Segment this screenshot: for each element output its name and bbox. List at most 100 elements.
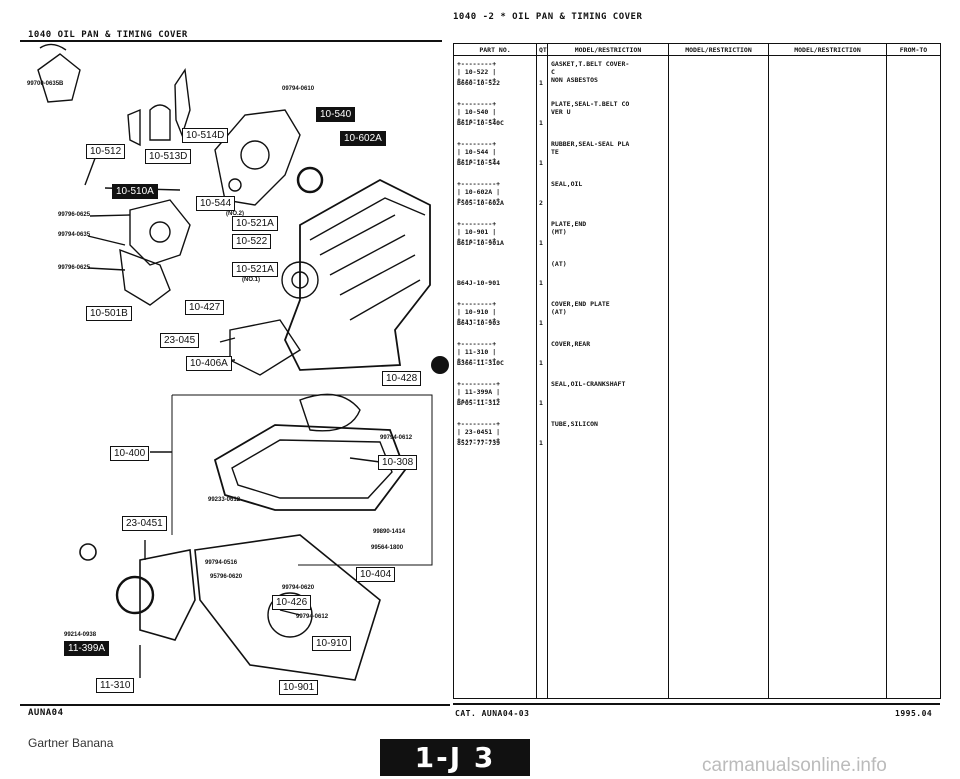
diagram-code: AUNA04 [28, 708, 64, 718]
part-description: COVER,END PLATE (AT) [551, 300, 610, 316]
ref-label: 10-428 [382, 371, 422, 386]
ref-label: 11-399A [64, 641, 110, 656]
part-number-callout: 95796-0620 [210, 574, 243, 580]
model-col-2 [668, 55, 769, 699]
col-header-model-3: MODEL/RESTRICTION [768, 43, 887, 56]
timing-cover-upper [37, 53, 81, 103]
part-number-callout: 99794-0612 [380, 435, 413, 441]
part-ref-box: +---------+ | 23-0451 | +---------+ [457, 420, 501, 444]
qty-value: 1 [539, 439, 543, 447]
part-ref-box: +--------+ | 10-522 | +--------+ [457, 60, 497, 84]
qty-cell: 1 [537, 136, 547, 176]
qty-value: 1 [539, 239, 543, 247]
part-number: B61P-10-540C [457, 119, 504, 127]
desc-col-rows: GASKET,T.BELT COVER- C NON ASBESTOS PLATE… [548, 56, 668, 456]
oil-pump-housing [129, 199, 191, 266]
part-number-callout: 99564-1800 [371, 545, 404, 551]
part-number-callout: 99796-0625 [58, 212, 91, 218]
part-number-callout: 99794-0620 [282, 585, 315, 591]
table-row: +--------+ | 11-310 | +--------+B366-11-… [454, 336, 536, 376]
ref-label: 11-310 [96, 678, 135, 693]
qty-value: 1 [539, 79, 543, 87]
part-number: 8527-77-739 [457, 439, 501, 447]
ref-label: 10-513D [145, 149, 192, 164]
ref-label: 23-0451 [122, 516, 167, 531]
ref-label: 10-901 [279, 680, 319, 695]
part-description: PLATE,SEAL-T.BELT CO VER U [551, 100, 630, 116]
model-col-3 [768, 55, 887, 699]
part-ref-box: +---------+ | 10-602A | +---------+ [457, 180, 501, 204]
ref-label: 10-544 [196, 196, 236, 211]
callout-note: (NO.2) [226, 211, 244, 217]
part-number-callout: 99214-0938 [64, 632, 97, 638]
part-description: (AT) [551, 260, 567, 268]
parts-table: PART NO. QTY MODEL/RESTRICTION MODEL/RES… [453, 43, 941, 699]
part-description: GASKET,T.BELT COVER- C NON ASBESTOS [551, 60, 630, 84]
part-number-callout: 99794-0612 [296, 614, 329, 620]
desc-cell: PLATE,END (MT) [548, 216, 668, 256]
desc-cell: GASKET,T.BELT COVER- C NON ASBESTOS [548, 56, 668, 96]
part-number-callout: 99700-0635B [27, 81, 64, 87]
ref-label: 10-400 [110, 446, 150, 461]
crank-oil-seal [115, 575, 155, 615]
qty-cell: 1 [537, 56, 547, 96]
watermark-right: carmanualsonline.info [702, 755, 887, 776]
desc-cell: COVER,END PLATE (AT) [548, 296, 668, 336]
qty-value: 1 [539, 399, 543, 407]
col-header-model-1: MODEL/RESTRICTION [547, 43, 669, 56]
part-description: COVER,REAR [551, 340, 591, 348]
ref-label: 10-521A [232, 262, 278, 277]
desc-cell: (AT) [548, 256, 668, 296]
callout-note: (NO.1) [242, 277, 260, 283]
part-number-callout: 99233-0612 [208, 497, 241, 503]
part-description: RUBBER,SEAL-SEAL PLA TE [551, 140, 630, 156]
qty-cell: 1 [537, 416, 547, 456]
part-ref-box: +--------+ | 10-901 | +--------+ [457, 220, 497, 244]
part-col-rows: +--------+ | 10-522 | +--------+B660-10-… [454, 56, 536, 456]
part-description: PLATE,END (MT) [551, 220, 587, 236]
qty-cell: 2 [537, 176, 547, 216]
col-header-qty: QTY [536, 43, 548, 56]
ref-label: 10-521A [232, 216, 278, 231]
seal-strip [174, 68, 191, 138]
ref-label: 10-426 [272, 595, 312, 610]
table-header: 1040 -2 * OIL PAN & TIMING COVER [453, 12, 643, 22]
diagram-header-rule [20, 40, 442, 42]
table-row: +--------+ | 10-544 | +--------+B61P-10-… [454, 136, 536, 176]
part-number: B61P-10-901A [457, 239, 504, 247]
part-description: TUBE,SILICON [551, 420, 598, 428]
part-number-callout: 99890-1414 [373, 529, 406, 535]
part-description: SEAL,OIL [551, 180, 583, 188]
qty-value: 1 [539, 279, 543, 287]
part-number: B61P-10-544 [457, 159, 501, 167]
ref-label: 10-510A [112, 184, 158, 199]
part-number: BP05-11-312 [457, 399, 501, 407]
desc-col: GASKET,T.BELT COVER- C NON ASBESTOS PLATE… [547, 55, 669, 699]
qty-cell: 1 [537, 216, 547, 256]
qty-value: 1 [539, 359, 543, 367]
table-row: +---------+ | 11-399A | +---------+BP05-… [454, 376, 536, 416]
table-row: +--------+ | 10-522 | +--------+B660-10-… [454, 56, 536, 96]
ref-label: 10-404 [356, 567, 396, 582]
part-number: FS05-10-602A [457, 199, 504, 207]
diagram-header: 1040 OIL PAN & TIMING COVER [28, 30, 188, 40]
ref-label: 10-910 [312, 636, 352, 651]
ref-label: 10-501B [86, 306, 132, 321]
part-ref-box: +---------+ | 11-399A | +---------+ [457, 380, 501, 404]
desc-cell: TUBE,SILICON [548, 416, 668, 456]
table-row: +--------+ | 10-910 | +--------+B64J-10-… [454, 296, 536, 336]
ref-label: 10-512 [86, 144, 126, 159]
col-header-from-to: FROM-TO [886, 43, 941, 56]
diagram-footer-rule [20, 704, 450, 706]
table-row: +---------+ | 10-602A | +---------+FS05-… [454, 176, 536, 216]
part-number: B660-10-522 [457, 79, 501, 87]
catalog-date: 1995.04 [895, 709, 933, 718]
table-footer-rule [453, 703, 940, 705]
ref-label: 10-514D [182, 128, 229, 143]
table-row: B64J-10-901 [454, 256, 536, 296]
part-ref-box: +--------+ | 11-310 | +--------+ [457, 340, 497, 364]
qty-value: 1 [539, 319, 543, 327]
ref-label: 10-406A [186, 356, 232, 371]
col-header-part-no: PART NO. [453, 43, 537, 56]
